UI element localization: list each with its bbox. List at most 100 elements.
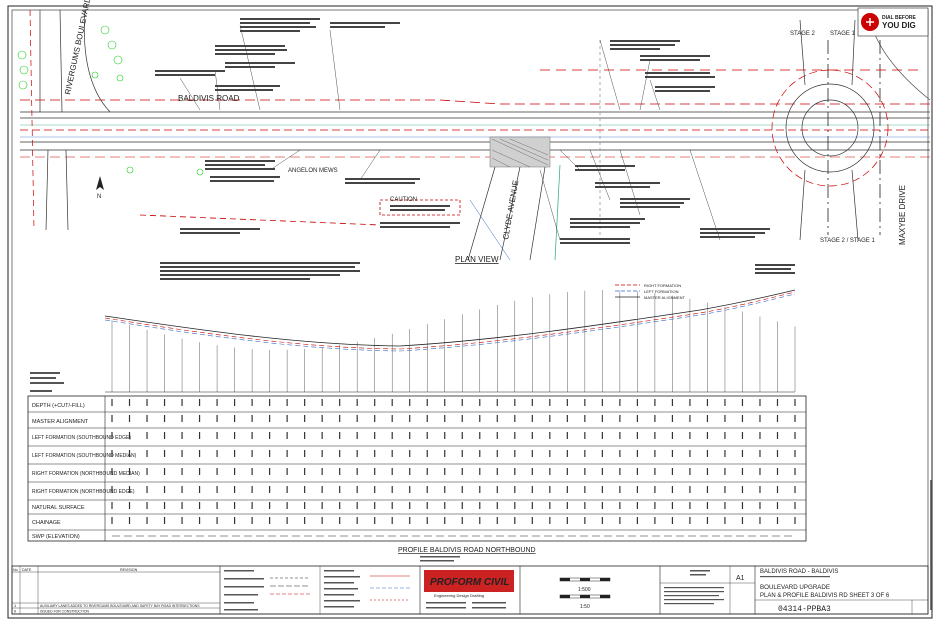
svg-text:REVISION: REVISION [120,568,138,572]
table-value-mark [233,517,236,524]
table-value-mark [671,468,674,475]
table-value-mark [689,486,691,493]
table-value-mark [391,517,393,524]
baldivis-road-label: BALDIVIS ROAD [178,94,240,103]
table-value-mark [286,399,288,406]
table-value-mark [233,450,236,457]
table-value-mark [584,486,586,493]
stage-label-top: STAGE 2 [790,31,816,37]
table-value-mark [619,432,621,439]
table-value-mark [374,517,376,524]
table-value-mark [759,432,761,439]
table-value-mark [339,486,341,493]
table-value-mark [146,450,148,457]
table-value-mark [496,432,498,439]
north-arrow: N [96,176,104,200]
drawing-number: 04314-PPBA3 [778,605,831,614]
table-value-mark [671,415,674,422]
table-value-mark [671,399,674,406]
table-value-mark [391,486,393,493]
table-value-mark [251,486,253,493]
table-value-mark [233,399,236,406]
table-value-mark [759,399,761,406]
row-label-swp: SWP (ELEVATION) [32,534,80,540]
table-value-mark [496,450,498,457]
table-value-marks [111,399,796,524]
table-value-mark [514,468,516,475]
row-label-master: MASTER ALIGNMENT [32,419,89,425]
table-value-mark [269,517,271,524]
svg-text:MASTER ALIGNMENT: MASTER ALIGNMENT [644,295,685,300]
table-value-mark [198,432,201,439]
row-label-depth: DEPTH (+CUT/-FILL) [32,403,85,409]
table-value-mark [794,517,796,524]
svg-text:LEFT FORMATION: LEFT FORMATION [644,289,679,294]
natural-surface-curve [104,289,796,347]
table-value-mark [321,399,323,406]
table-value-mark [251,399,253,406]
table-value-mark [374,450,376,457]
table-value-mark [671,517,674,524]
dial-before-you-dig-logo: DIAL BEFORE YOU DIG [857,7,929,37]
table-value-mark [584,450,586,457]
table-value-mark [444,399,446,406]
table-value-mark [794,486,796,493]
table-value-mark [374,468,376,475]
table-value-mark [163,502,166,509]
table-value-mark [461,399,463,406]
table-value-mark [671,502,674,509]
table-value-mark [128,450,131,457]
table-value-mark [286,468,288,475]
table-value-mark [391,415,393,422]
table-value-mark [636,468,638,475]
table-value-mark [689,517,691,524]
table-value-mark [496,399,498,406]
table-value-mark [269,415,271,422]
rivergums-plan [29,9,111,231]
table-value-mark [444,415,446,422]
table-value-mark [163,486,166,493]
table-value-mark [794,502,796,509]
table-value-mark [426,468,428,475]
table-value-mark [444,450,446,457]
table-value-mark [339,399,341,406]
plan-notes [155,18,795,280]
table-value-mark [619,415,621,422]
table-value-mark [198,517,201,524]
table-value-mark [269,486,271,493]
table-value-mark [601,450,603,457]
table-value-mark [198,502,201,509]
table-value-mark [111,502,113,509]
table-value-mark [794,432,796,439]
table-value-mark [689,468,691,475]
stage-label-bottom: STAGE 2 / STAGE 1 [820,238,875,244]
table-value-mark [671,486,674,493]
table-value-mark [724,517,726,524]
table-value-mark [181,432,183,439]
table-value-mark [689,502,691,509]
table-value-mark [409,432,411,439]
table-value-mark [566,415,568,422]
table-value-mark [496,502,498,509]
table-value-mark [409,517,411,524]
table-value-mark [724,486,726,493]
table-value-mark [706,415,709,422]
table-value-mark [549,517,551,524]
table-value-mark [794,450,796,457]
table-value-mark [146,415,148,422]
table-value-mark [619,517,621,524]
table-value-mark [111,486,113,493]
table-value-mark [216,415,218,422]
table-value-mark [391,399,393,406]
table-value-mark [514,450,516,457]
table-value-mark [426,502,428,509]
table-value-mark [304,502,306,509]
table-value-mark [654,517,656,524]
table-value-mark [198,415,201,422]
table-value-mark [741,502,744,509]
table-value-mark [759,517,761,524]
table-value-mark [741,450,744,457]
table-value-mark [689,432,691,439]
company-tagline: Engineering Design Drafting [434,593,484,598]
table-value-mark [776,486,779,493]
